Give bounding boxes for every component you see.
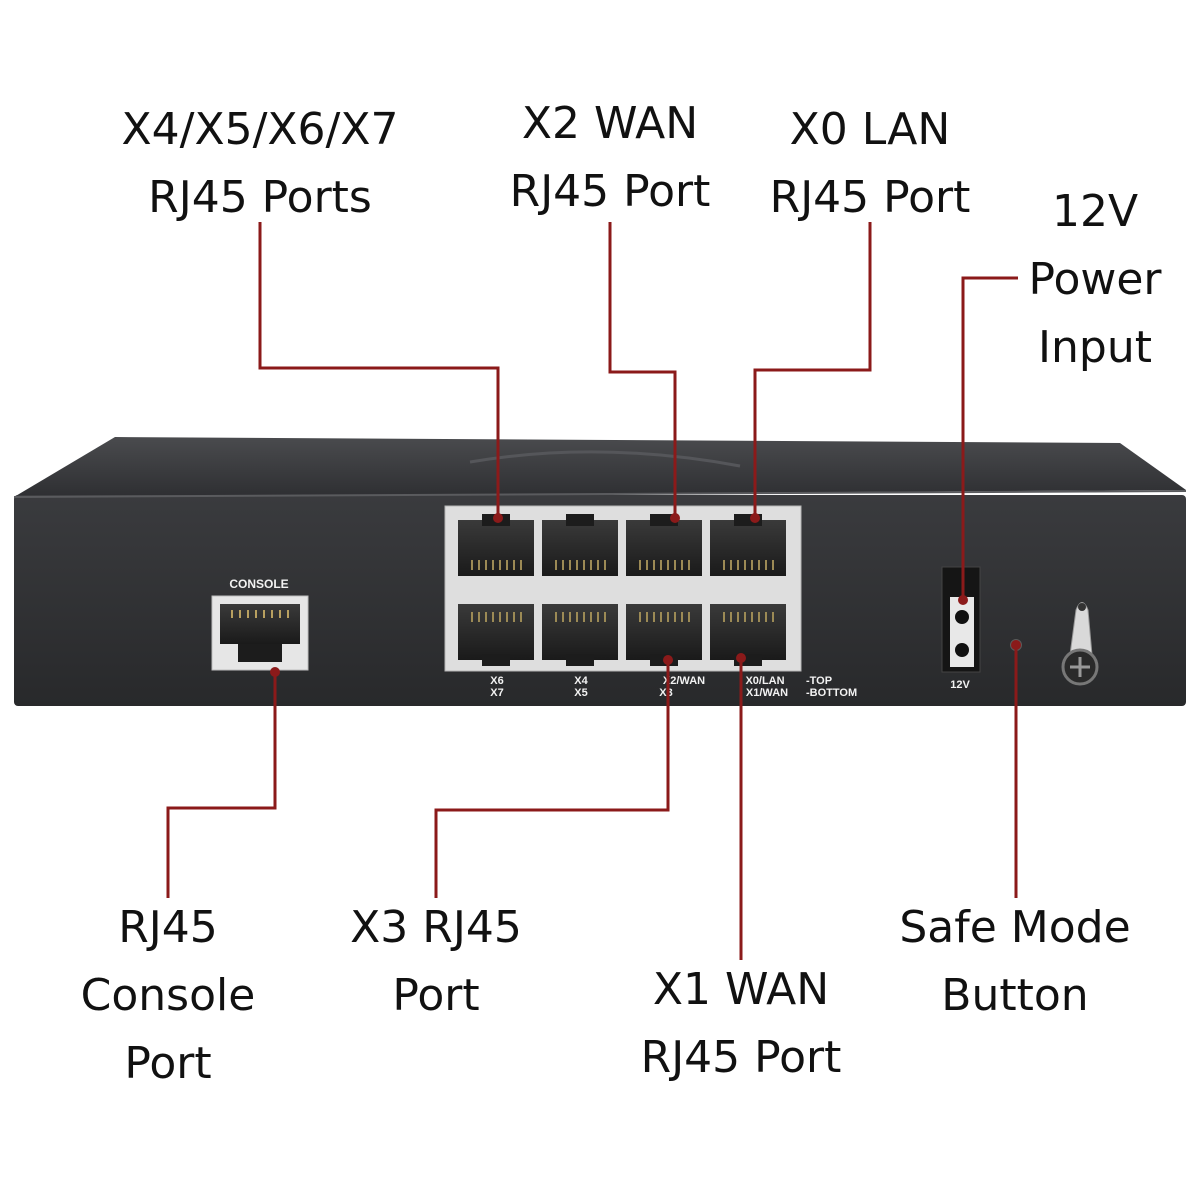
port-label-x6: X6: [490, 675, 503, 687]
console-port: CONSOLE: [211, 577, 309, 671]
callout-x4-x7-ports: X4/X5/X6/X7 RJ45 Ports: [90, 96, 430, 232]
rj45-jack-top-2: [542, 514, 618, 576]
leader-line-x4-x7: [258, 222, 500, 518]
leader-endpoint-5: [270, 667, 280, 677]
bottom-note: -BOTTOM: [806, 687, 857, 699]
leader-line-power: [961, 276, 1018, 600]
leader-endpoint-1: [493, 513, 503, 523]
leader-line-x0-lan: [753, 222, 872, 518]
callout-line: RJ45 Port: [640, 1032, 842, 1083]
callout-line: Port: [124, 1038, 212, 1089]
power-input-jack: 12V: [941, 566, 981, 691]
callout-line: Console: [80, 970, 256, 1021]
callout-line: RJ45 Ports: [148, 172, 372, 223]
rj45-jack-top-4: [710, 514, 786, 576]
callout-line: X0 LAN: [789, 104, 951, 155]
leader-lines: [166, 222, 1018, 960]
callout-line: 12V: [1051, 186, 1139, 237]
callout-line: RJ45: [118, 902, 218, 953]
leader-endpoint-8: [1011, 640, 1021, 650]
rj45-jack-bottom-3: [626, 604, 702, 666]
port-label-x2-wan: X2/WAN: [663, 675, 705, 687]
port-label-x0-lan: X0/LAN: [745, 675, 784, 687]
callout-x0-lan-port: X0 LAN RJ45 Port: [750, 96, 990, 232]
leader-endpoint-7: [736, 653, 746, 663]
callout-x1-wan-port: X1 WAN RJ45 Port: [621, 956, 861, 1092]
rj45-jack-bottom-4: [710, 604, 786, 666]
callout-line: Port: [392, 970, 480, 1021]
callout-rj45-console-port: RJ45 Console Port: [68, 894, 268, 1098]
rj45-jack-bottom-2: [542, 604, 618, 666]
callout-line: RJ45 Port: [769, 172, 971, 223]
port-label-x5: X5: [574, 687, 587, 699]
rj45-jack-top-3: [626, 514, 702, 576]
callout-line: X4/X5/X6/X7: [121, 104, 399, 155]
top-note: -TOP: [806, 675, 832, 687]
leader-line-x2-wan: [608, 222, 677, 518]
callout-line: Safe Mode: [899, 902, 1131, 953]
callout-line: Input: [1038, 322, 1152, 373]
callout-12v-power-input: 12V Power Input: [1010, 178, 1180, 382]
port-label-x3: X3: [659, 687, 672, 699]
leader-endpoint-6: [663, 655, 673, 665]
port-labels: X6 X7 X4 X5 X2/WAN X3 X0/LAN X1/WAN -TOP…: [490, 675, 857, 699]
leader-line-console: [166, 672, 277, 898]
callout-line: Button: [941, 970, 1089, 1021]
logo-swoosh: [469, 450, 741, 468]
leader-endpoint-4: [958, 595, 968, 605]
rj45-jacks: [458, 514, 786, 666]
leader-endpoint-3: [750, 513, 760, 523]
port-label-x1-wan: X1/WAN: [746, 687, 788, 699]
callout-x2-wan-port: X2 WAN RJ45 Port: [490, 90, 730, 226]
port-label-x4: X4: [574, 675, 588, 687]
power-label: 12V: [950, 679, 970, 691]
callout-line: X2 WAN: [521, 98, 699, 149]
callout-line: X1 WAN: [652, 964, 830, 1015]
leader-line-x3: [434, 660, 670, 898]
callout-line: X3 RJ45: [350, 902, 522, 953]
rj45-jack-bottom-1: [458, 604, 534, 666]
callout-line: RJ45 Port: [509, 166, 711, 217]
callout-safe-mode-button: Safe Mode Button: [890, 894, 1140, 1030]
chassis-top: [14, 437, 1186, 497]
leader-endpoints: [270, 513, 1021, 677]
console-label: CONSOLE: [229, 577, 288, 591]
ground-lug: [1061, 602, 1099, 686]
leader-endpoint-2: [670, 513, 680, 523]
callout-line: Power: [1028, 254, 1162, 305]
port-label-x7: X7: [490, 687, 503, 699]
rj45-jack-top-1: [458, 514, 534, 576]
callout-x3-rj45-port: X3 RJ45 Port: [336, 894, 536, 1030]
